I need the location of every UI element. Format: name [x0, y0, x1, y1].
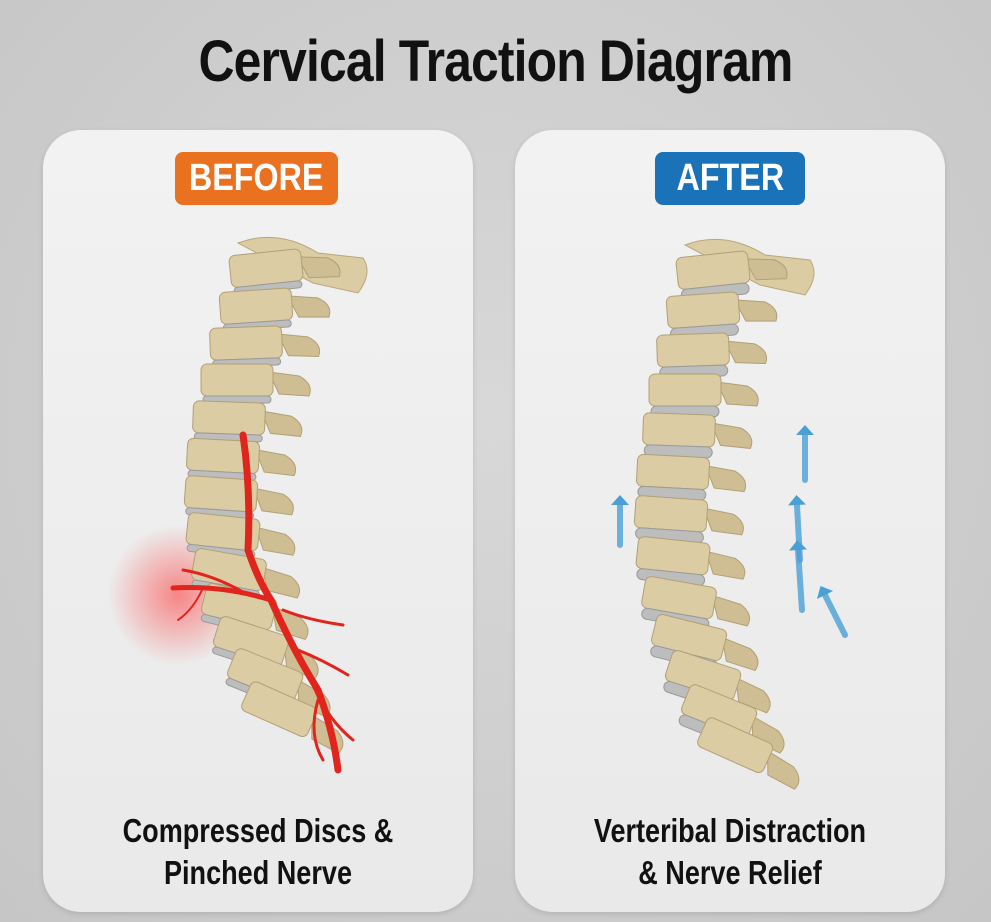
- decompressed-spine-illustration: [611, 238, 848, 790]
- arrow-head-icon: [788, 495, 806, 506]
- after-caption-line1: Verteribal Distraction: [593, 812, 867, 849]
- spinous-process: [268, 371, 311, 397]
- spinous-process: [704, 464, 747, 493]
- before-caption-line2: Pinched Nerve: [163, 854, 352, 891]
- after-caption: Verteribal Distraction & Nerve Relief: [515, 810, 945, 894]
- after-caption-line2: & Nerve Relief: [638, 854, 822, 891]
- spinous-process: [704, 550, 746, 580]
- spinous-process: [260, 410, 303, 437]
- spinous-process: [261, 566, 301, 599]
- arrow-up-icon: [822, 592, 848, 638]
- spinous-process: [286, 295, 331, 318]
- vertebral-body: [200, 363, 274, 397]
- vertebral-body: [633, 495, 709, 533]
- nerve-branch: [170, 585, 274, 603]
- nerve-branch: [181, 568, 245, 594]
- nerve-branch: [177, 587, 204, 621]
- spinous-process: [254, 448, 297, 477]
- after-badge-label: AFTER: [676, 157, 784, 199]
- nerve-branch: [281, 608, 345, 627]
- after-panel: AFTER Verteribal Distraction & Nerve Rel…: [515, 130, 945, 912]
- nerve-branch: [312, 698, 325, 762]
- before-badge: BEFORE: [175, 152, 338, 205]
- vertebral-body: [192, 400, 266, 436]
- vertebra: [642, 412, 753, 459]
- spinous-process: [721, 636, 759, 672]
- vertebral-body: [636, 453, 710, 490]
- vertebral-body: [241, 681, 318, 738]
- spinous-process: [252, 487, 294, 516]
- nerve-branch: [296, 648, 350, 677]
- after-badge: AFTER: [655, 152, 805, 205]
- before-caption-line1: Compressed Discs &: [122, 812, 394, 849]
- vertebra: [228, 248, 341, 295]
- arrow-up-icon: [795, 547, 805, 613]
- compressed-spine-illustration: [108, 236, 368, 774]
- spinous-process: [733, 299, 778, 322]
- vertebra: [675, 250, 788, 301]
- vertebra: [697, 717, 800, 790]
- vertebra: [641, 576, 751, 630]
- arrow-head-icon: [789, 540, 807, 551]
- spinous-process: [702, 507, 744, 536]
- spinous-process: [710, 422, 753, 449]
- vertebra: [648, 373, 759, 418]
- vertebra: [635, 536, 746, 587]
- vertebra: [200, 363, 311, 404]
- vertebral-body: [648, 373, 722, 407]
- spinous-process: [296, 256, 341, 279]
- spinous-process: [711, 594, 751, 627]
- arrow-head-icon: [796, 425, 814, 435]
- spinous-process: [716, 381, 759, 407]
- vertebral-body: [209, 325, 283, 361]
- vertebra: [636, 453, 747, 501]
- spinous-process: [735, 676, 771, 714]
- nerve-branch: [311, 683, 355, 742]
- spinous-process: [254, 526, 296, 556]
- before-badge-label: BEFORE: [189, 157, 324, 199]
- arrow-head-icon: [816, 586, 834, 600]
- vertebra: [209, 325, 321, 368]
- vertebra: [218, 287, 331, 332]
- spinous-process: [276, 333, 321, 358]
- spinous-process: [767, 749, 800, 790]
- vertebra: [633, 495, 744, 544]
- vertebra: [665, 291, 778, 340]
- vertebral-body: [665, 291, 741, 329]
- vertebral-body: [642, 412, 716, 448]
- vertebral-body: [697, 717, 774, 774]
- spinous-process: [743, 258, 788, 281]
- vertebra: [192, 400, 303, 443]
- vertebra: [183, 475, 294, 520]
- vertebral-body: [656, 332, 730, 368]
- before-caption: Compressed Discs & Pinched Nerve: [43, 810, 473, 894]
- spinous-process: [723, 340, 768, 365]
- spinous-process: [751, 714, 785, 754]
- before-panel: BEFORE Compressed Discs & Pinched Nerve: [43, 130, 473, 912]
- arrow-head-icon: [611, 495, 629, 505]
- vertebral-body: [218, 287, 294, 325]
- vertebra: [656, 332, 768, 379]
- page-title: Cervical Traction Diagram: [198, 29, 794, 94]
